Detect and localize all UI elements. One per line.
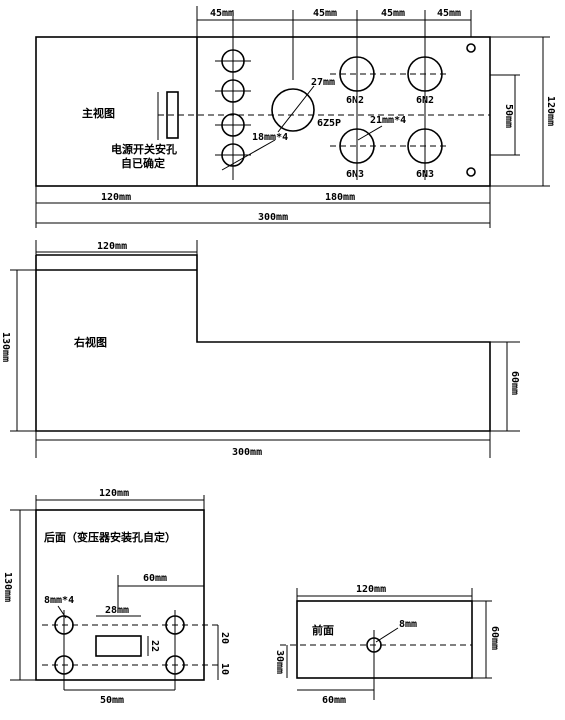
- dim-side-step: 60mm: [509, 371, 520, 395]
- front-view: 前面 120mm 60mm 8mm 30mm 60mm: [274, 584, 500, 706]
- mount-hole: [466, 43, 476, 53]
- dim-height: 120mm: [545, 96, 556, 126]
- dim-side-top: 120mm: [97, 241, 127, 252]
- back-view-outline: [35, 509, 205, 681]
- front-view-outline: [296, 600, 473, 679]
- switch-note-line1: 电源开关安孔: [111, 142, 177, 156]
- dim-back-gap: 20: [219, 632, 230, 644]
- label-front-hole: 8mm: [399, 619, 417, 630]
- back-view-title: 后面（变压器安装孔自定）: [44, 530, 176, 544]
- top-view-title: 主视图: [82, 106, 115, 120]
- dim-front-horiz: 60mm: [322, 695, 346, 706]
- front-view-title: 前面: [312, 623, 334, 637]
- switch-note-line2: 自已确定: [121, 156, 165, 170]
- dim-right-width: 180mm: [325, 192, 355, 203]
- dim-front-height: 60mm: [489, 626, 500, 650]
- mount-hole: [466, 167, 476, 177]
- label-back-holes: 8mm*4: [44, 595, 74, 606]
- dim-back-spacing: 50mm: [100, 695, 124, 706]
- dim-side-height: 130mm: [0, 332, 11, 362]
- leader: [57, 605, 67, 619]
- label-6n3-a: 6N3: [346, 169, 364, 180]
- leader-large: [277, 85, 315, 133]
- leader-small-holes: [221, 139, 276, 171]
- tube-hole-large: [271, 88, 315, 132]
- dim-back-bottom: 10: [219, 663, 230, 675]
- back-view: 后面（变压器安装孔自定） 120mm 130mm 60mm 8mm*4 28mm…: [2, 488, 230, 706]
- dim-back-width: 120mm: [99, 488, 129, 499]
- cable-slot: [95, 635, 142, 657]
- label-large-name: 6Z5P: [317, 118, 341, 129]
- side-view-title: 右视图: [73, 335, 107, 349]
- dim-total-width: 300mm: [258, 212, 288, 223]
- dim-col3: 45mm: [381, 8, 405, 19]
- label-large-dia: 27mm: [311, 77, 335, 88]
- top-view: 主视图 电源开关安孔 自已确定 45mm 45mm 45mm 45mm: [35, 6, 556, 228]
- side-view: 右视图 120mm 130mm 60mm 300mm: [0, 240, 520, 458]
- top-view-outline: [35, 36, 491, 187]
- label-mid-holes: 21mm*4: [370, 115, 406, 126]
- dim-left-width: 120mm: [101, 192, 131, 203]
- small-holes: [215, 49, 276, 171]
- leader-mid: [357, 125, 383, 141]
- dim-rect-height: 22: [149, 640, 160, 652]
- dim-back-height: 130mm: [2, 572, 13, 602]
- label-small-holes: 18mm*4: [252, 132, 288, 143]
- label-6n2-b: 6N2: [416, 95, 434, 106]
- dim-inner-height: 50mm: [503, 104, 514, 128]
- dim-rect-width: 28mm: [105, 605, 129, 616]
- label-6n3-b: 6N3: [416, 169, 434, 180]
- dim-col4: 45mm: [437, 8, 461, 19]
- dim-front-vert: 30mm: [274, 650, 285, 674]
- dim-col2: 45mm: [313, 8, 337, 19]
- dim-front-width: 120mm: [356, 584, 386, 595]
- dim-side-total: 300mm: [232, 447, 262, 458]
- leader: [375, 627, 399, 643]
- label-6n2-a: 6N2: [346, 95, 364, 106]
- dim-back-offset: 60mm: [143, 573, 167, 584]
- dim-col1: 45mm: [210, 8, 234, 19]
- mid-holes: [330, 56, 450, 164]
